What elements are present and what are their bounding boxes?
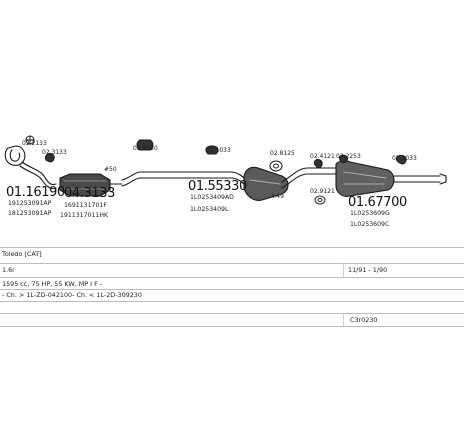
hanger-2-icon xyxy=(205,145,219,155)
hanger-4-icon xyxy=(314,195,326,205)
oem-code-1a: 191253091AP xyxy=(8,200,52,207)
code-label-8: 02.2253 xyxy=(336,153,361,160)
gasket-1-icon xyxy=(269,160,283,172)
table-divider-1 xyxy=(343,263,344,277)
model-name: Toledo [CAT] xyxy=(2,250,42,258)
date-range: 11/91 - 1/90 xyxy=(348,266,388,274)
oem-code-4a: 1L0253609G xyxy=(350,210,390,217)
table-rule-5 xyxy=(0,301,464,302)
clamp-2-icon xyxy=(45,153,55,163)
catalytic-converter-part xyxy=(59,173,123,197)
diagram-mark: t.49 xyxy=(272,193,284,200)
oem-code-3a: 1L0253409AD xyxy=(190,194,234,201)
catalog-code: C3r0230 xyxy=(350,316,378,324)
code-label-3: #50 xyxy=(104,166,117,173)
rear-silencer-part xyxy=(335,160,447,197)
table-rule-7 xyxy=(0,326,464,327)
code-label-9: 02.1033 xyxy=(392,155,417,162)
table-rule-4 xyxy=(0,289,464,290)
code-label-1: 02.2133 xyxy=(22,140,47,147)
table-rule-3 xyxy=(0,277,464,278)
code-label-6: 02.8125 xyxy=(270,150,295,157)
clamp-4-icon xyxy=(339,154,349,163)
oem-code-4b: 1L0253609C xyxy=(350,221,390,228)
part-number-4: 01.67700 xyxy=(348,195,407,210)
table-rule-2 xyxy=(0,263,464,264)
code-label-4: 02.8150 xyxy=(133,145,158,152)
oem-code-2b: 1911317011HK xyxy=(60,212,109,219)
code-label-5: 02.1033 xyxy=(206,147,231,154)
chassis-range: - Ch. > 1L-ZD-042100- Ch. < 1L-2D-309230 xyxy=(2,291,142,299)
code-label-10: 02.9121 xyxy=(310,188,335,195)
oem-code-1b: 181253091AP xyxy=(8,210,52,217)
oem-code-2a: 1691131701F xyxy=(64,202,107,209)
middle-muffler-part xyxy=(121,166,341,201)
engine-specs: 1595 cc, 75 HP, 55 KW, MP I F - xyxy=(2,280,103,288)
oem-code-3b: 1L0253409L xyxy=(190,206,229,213)
clamp-1-icon xyxy=(25,135,35,145)
table-rule-1 xyxy=(0,247,464,248)
hanger-3-icon xyxy=(395,155,407,165)
hanger-1-icon xyxy=(136,139,154,151)
part-number-3: 01.55330 xyxy=(188,179,247,194)
code-label-7: 02.4121 xyxy=(310,153,335,160)
front-pipe-part xyxy=(4,145,57,190)
engine: 1.6i xyxy=(2,266,14,274)
table-divider-2 xyxy=(343,313,344,326)
clamp-3-icon xyxy=(313,159,323,169)
part-number-2: 04.3133 xyxy=(64,186,115,201)
table-rule-6 xyxy=(0,313,464,314)
part-number-1: 01.16190 xyxy=(6,185,65,200)
code-label-2: 02.3133 xyxy=(42,149,67,156)
